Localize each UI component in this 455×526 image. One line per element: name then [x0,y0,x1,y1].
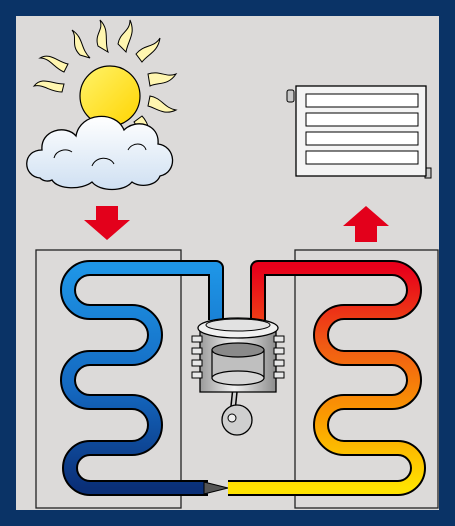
arrow-up-icon [343,206,389,242]
evaporator-box [35,249,182,509]
condenser-coil [228,260,426,496]
expansion-valve-icon [203,481,229,495]
radiator-icon [286,85,432,179]
arrow-down-icon [84,206,130,240]
sun-icon [32,19,178,143]
evaporator-coil [60,260,224,496]
compressor-icon [191,317,285,436]
condenser-box [294,249,439,509]
cloud-icon [26,115,174,191]
